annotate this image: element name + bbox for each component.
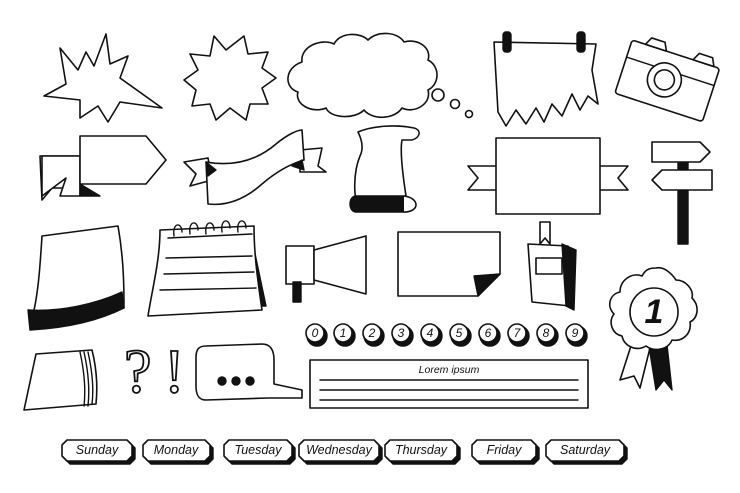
number-sticker: 2 xyxy=(362,323,385,347)
arrow-banner-icon xyxy=(39,135,167,201)
question-mark: ? xyxy=(124,338,152,406)
torn-paper-icon xyxy=(493,31,599,127)
number-sticker: 8 xyxy=(536,323,559,347)
svg-text:5: 5 xyxy=(456,326,463,340)
desk-calendar-icon xyxy=(147,220,267,317)
number-sticker: 7 xyxy=(507,323,530,347)
award-rosette-icon: 1 xyxy=(608,266,698,391)
day-tag: Tuesday xyxy=(223,439,296,465)
svg-text:Tuesday: Tuesday xyxy=(234,443,282,457)
day-tag: Thursday xyxy=(384,439,461,465)
lined-note-card: Lorem ipsum xyxy=(309,359,589,409)
svg-text:Monday: Monday xyxy=(154,443,199,457)
day-tag: Sunday xyxy=(61,439,136,465)
exclamation-mark: ! xyxy=(164,338,185,406)
svg-text:Sunday: Sunday xyxy=(76,443,119,457)
svg-text:2: 2 xyxy=(368,326,376,340)
number-sticker: 6 xyxy=(478,323,501,347)
ribbon-banner-icon xyxy=(183,129,327,206)
framed-banner-icon xyxy=(467,137,629,215)
day-tag: Wednesday xyxy=(298,439,383,465)
svg-text:1: 1 xyxy=(340,326,347,340)
svg-text:Thursday: Thursday xyxy=(395,443,448,457)
number-sticker: 3 xyxy=(391,323,414,347)
spiky-burst-icon xyxy=(43,33,163,123)
svg-text:Saturday: Saturday xyxy=(560,443,611,457)
day-tag: Friday xyxy=(471,439,540,465)
curled-paper-icon xyxy=(27,225,125,331)
number-sticker: 1 xyxy=(333,323,356,347)
number-stickers: 0 1 2 3 4 5 6 xyxy=(305,323,588,347)
svg-text:Wednesday: Wednesday xyxy=(306,443,373,457)
folded-corner-note-icon xyxy=(397,231,501,297)
bookmark-book-icon xyxy=(527,221,577,311)
svg-text:8: 8 xyxy=(543,326,550,340)
weekday-tags: Sunday Monday Tuesday Wednesday Thursday… xyxy=(61,439,628,465)
svg-text:3: 3 xyxy=(398,326,405,340)
number-sticker: 9 xyxy=(565,323,588,347)
rounded-burst-icon xyxy=(183,35,277,121)
thought-cloud-icon xyxy=(287,32,474,119)
sticky-pad-icon xyxy=(23,349,98,411)
svg-text:4: 4 xyxy=(427,326,434,340)
signpost-icon xyxy=(651,141,713,245)
svg-text:7: 7 xyxy=(514,326,522,340)
number-sticker: 5 xyxy=(449,323,472,347)
speech-bubble-icon xyxy=(195,343,303,401)
svg-text:Friday: Friday xyxy=(487,443,522,457)
number-sticker: 0 xyxy=(305,323,328,347)
day-tag: Saturday xyxy=(545,439,628,465)
svg-text:6: 6 xyxy=(485,326,492,340)
svg-text:9: 9 xyxy=(572,326,579,340)
number-sticker: 4 xyxy=(420,323,443,347)
svg-text:0: 0 xyxy=(312,326,319,340)
scroll-icon xyxy=(349,125,420,213)
punctuation-marks: ? ! xyxy=(123,337,185,407)
day-tag: Monday xyxy=(142,439,214,465)
note-card-title: Lorem ipsum xyxy=(419,364,480,376)
camera-icon xyxy=(614,37,720,122)
megaphone-icon xyxy=(285,235,367,303)
rosette-number: 1 xyxy=(645,293,664,331)
